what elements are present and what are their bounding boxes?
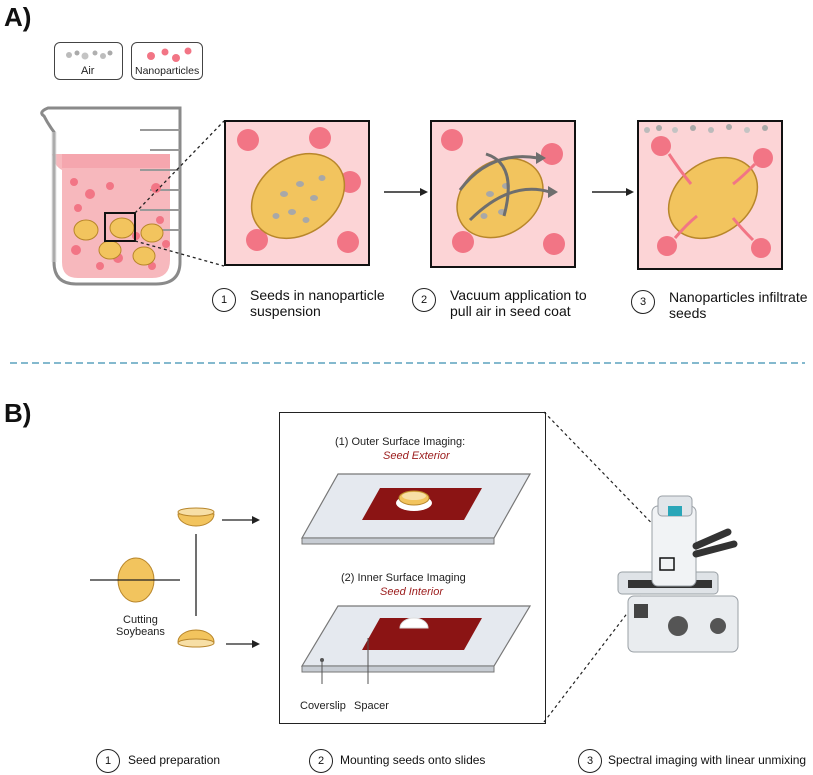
outer-slide <box>300 473 532 545</box>
arrow-2-to-3 <box>592 188 634 196</box>
spacer-label: Spacer <box>354 700 389 712</box>
vacuum-application-box <box>430 120 576 268</box>
step-b1-text: Seed preparation <box>128 753 221 767</box>
microscope-illustration <box>617 495 739 653</box>
step-b3-number: 3 <box>578 749 602 773</box>
step-a3-line1: Nanoparticles infiltrate <box>669 289 808 305</box>
step-b2-number: 2 <box>309 749 333 773</box>
step-a1-line2: suspension <box>250 303 321 319</box>
step-a2-number: 2 <box>412 288 436 312</box>
step-a3-text: Nanoparticles infiltrate seeds <box>669 289 808 321</box>
air-bubbles-icon <box>66 50 113 60</box>
nanoparticle-infiltration-box <box>637 120 783 270</box>
step-a2-text: Vacuum application to pull air in seed c… <box>450 287 587 319</box>
inner-slide <box>300 605 532 684</box>
step-b2-text: Mounting seeds onto slides <box>340 753 486 767</box>
cutting-label-line2: Soybeans <box>116 626 165 638</box>
outer-imaging-title: (1) Outer Surface Imaging: <box>335 436 466 448</box>
seed-suspension-box <box>224 120 370 266</box>
step-a2-line1: Vacuum application to <box>450 287 587 303</box>
cutting-label: Cutting Soybeans <box>116 614 165 638</box>
inner-imaging-subtitle: Seed Interior <box>380 586 443 598</box>
step-b3-text: Spectral imaging with linear unmixing <box>608 753 807 767</box>
inner-imaging-title: (2) Inner Surface Imaging <box>341 572 466 584</box>
legend-nanoparticles: Nanoparticles <box>131 42 203 80</box>
beaker-illustration <box>40 106 182 286</box>
step-a3-number: 3 <box>631 290 655 314</box>
panel-b-label: B) <box>4 398 32 428</box>
legend-air: Air <box>54 42 123 80</box>
panel-divider <box>10 362 805 364</box>
step-a3-line2: seeds <box>669 305 707 321</box>
outer-imaging-subtitle: Seed Exterior <box>383 450 450 462</box>
arrow-1-to-2 <box>384 188 428 196</box>
legend-nanoparticles-label: Nanoparticles <box>135 65 200 77</box>
legend-air-label: Air <box>81 65 95 77</box>
step-b1-number: 1 <box>96 749 120 773</box>
step-a1-line1: Seeds in nanoparticle <box>250 287 385 303</box>
nanoparticles-icon <box>147 47 192 62</box>
step-a2-line2: pull air in seed coat <box>450 303 571 319</box>
seed-cutting-illustration <box>90 507 260 648</box>
coverslip-label: Coverslip <box>300 700 346 712</box>
cutting-label-line1: Cutting <box>123 614 158 626</box>
panel-a-label: A) <box>4 2 32 32</box>
step-a1-text: Seeds in nanoparticle suspension <box>250 287 385 319</box>
step-a1-number: 1 <box>212 288 236 312</box>
